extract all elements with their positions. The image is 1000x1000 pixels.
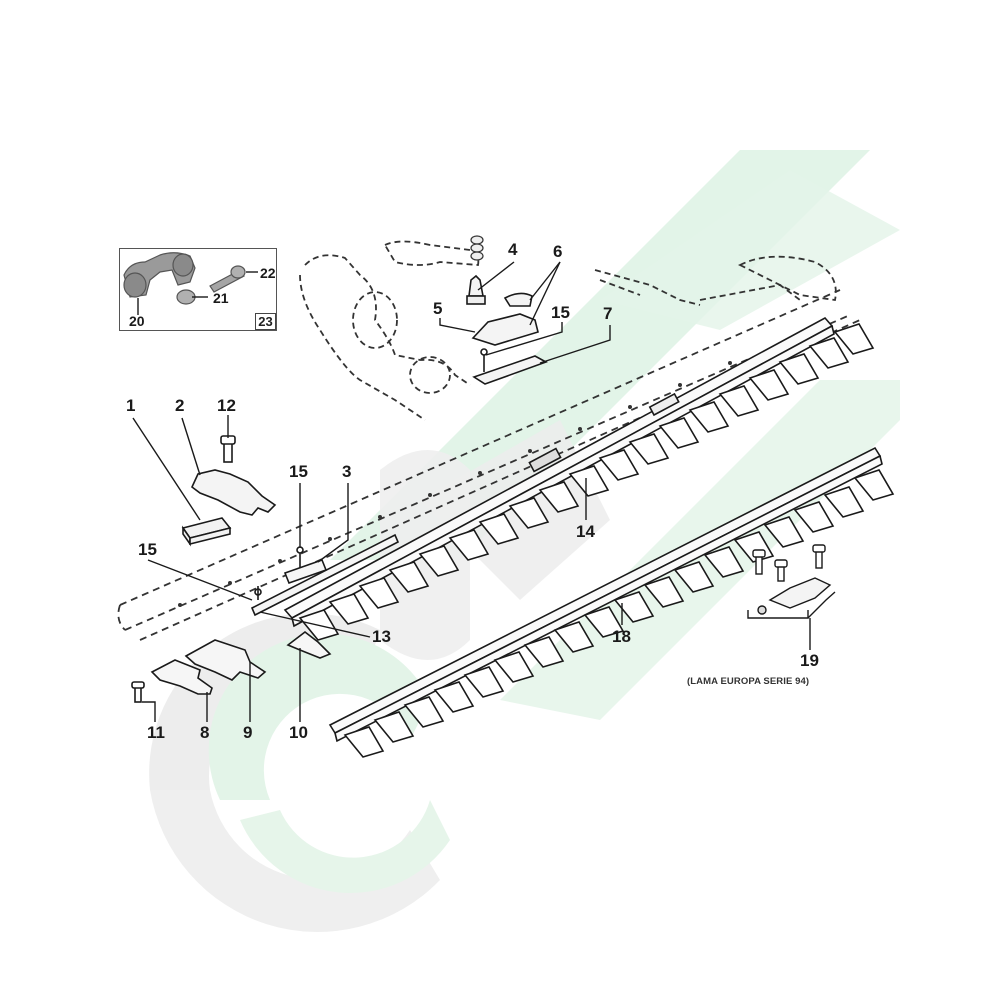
knife-section-18: [328, 446, 895, 758]
callout-4: 4: [508, 240, 518, 259]
washer-stack: [470, 235, 484, 261]
callout-15-middle: 15: [289, 462, 308, 481]
callout-19: 19: [800, 651, 819, 670]
callout-11: 11: [147, 723, 165, 742]
callout-14: 14: [576, 522, 595, 541]
part-1-block: [181, 517, 232, 547]
inset-parts: [123, 252, 246, 305]
callout-6: 6: [553, 242, 563, 261]
finger-bar-holes: [178, 361, 732, 607]
callout-22: 22: [260, 265, 276, 281]
callout-3: 3: [342, 462, 352, 481]
dashed-finger-bar: [117, 289, 861, 641]
callout-18: 18: [612, 627, 631, 646]
part-19-note: (LAMA EUROPA SERIE 94): [687, 676, 810, 687]
part-13-strip: [250, 533, 400, 617]
callout-7: 7: [603, 304, 613, 323]
parts-8-9-10-11: [131, 630, 332, 703]
inset-tag: 23: [255, 313, 276, 330]
callout-10: 10: [289, 723, 308, 742]
callout-1: 1: [126, 396, 136, 415]
inset-box-23: 23: [119, 248, 277, 331]
callout-12: 12: [217, 396, 236, 415]
part-3-plate: [283, 546, 328, 585]
callout-21: 21: [213, 290, 229, 306]
callout-9: 9: [243, 723, 253, 742]
callout-2: 2: [175, 396, 185, 415]
parts-4-5-6-7: [466, 274, 548, 385]
callout-15-left: 15: [138, 540, 157, 559]
callout-5: 5: [433, 299, 443, 318]
part-2-plate: [191, 435, 277, 516]
leader-lines: [132, 261, 623, 722]
callout-8: 8: [200, 723, 210, 742]
knife-section-14: [283, 316, 875, 641]
dashed-frame: [299, 240, 837, 421]
callout-20: 20: [129, 313, 145, 329]
callout-13: 13: [372, 627, 391, 646]
callout-15-upper: 15: [551, 303, 570, 322]
part-19-hardware: [747, 544, 836, 650]
